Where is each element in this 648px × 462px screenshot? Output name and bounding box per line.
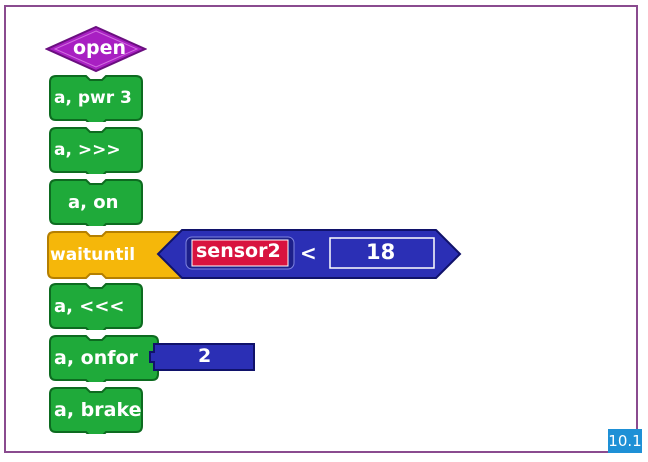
hat-shape [45,25,147,73]
open-label: open [73,37,127,59]
forward-label: a, >>> [54,140,121,160]
command-shape [49,283,143,330]
pwr-block[interactable]: a, pwr 3 [48,74,144,122]
less-than-operator: < [300,241,317,265]
on-label: a, on [68,192,119,213]
on-block[interactable]: a, on [48,178,144,226]
pwr-label: a, pwr 3 [54,88,132,108]
onfor-label: a, onfor [54,347,138,369]
command-shape [49,127,143,174]
command-shape [49,387,143,434]
brake-block[interactable]: a, brake [48,386,144,434]
figure-number-badge: 10.1 [608,429,642,453]
backward-block[interactable]: a, <<< [48,282,144,330]
sensor2-reporter[interactable]: sensor2 [196,240,281,262]
less-than-reporter[interactable]: sensor2 < 18 [156,228,462,280]
reporter-shape [156,229,462,279]
command-shape [49,179,143,226]
waituntil-label: waituntil [50,245,136,265]
number-shape [149,343,255,371]
canvas-frame [4,5,638,453]
onfor-block[interactable]: a, onfor [48,334,160,382]
open-hat-block[interactable]: open [45,25,147,73]
onfor-value: 2 [198,345,212,367]
forward-block[interactable]: a, >>> [48,126,144,174]
command-shape [49,75,143,122]
onfor-number-input[interactable]: 2 [148,342,256,372]
brake-label: a, brake [54,399,142,421]
threshold-value[interactable]: 18 [366,240,396,264]
command-shape [49,335,159,382]
backward-label: a, <<< [54,296,125,317]
